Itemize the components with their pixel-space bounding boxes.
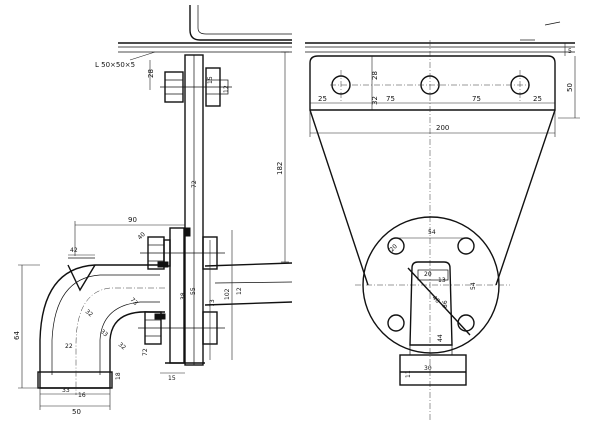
svg-text:86: 86: [442, 300, 449, 308]
svg-text:16: 16: [78, 392, 86, 399]
svg-text:54: 54: [470, 282, 477, 290]
svg-text:42: 42: [70, 247, 78, 254]
angle-profile-callout: L 50×50×5: [95, 51, 156, 69]
svg-text:38: 38: [180, 292, 187, 300]
svg-text:75: 75: [472, 95, 481, 103]
svg-text:64: 64: [13, 331, 21, 340]
svg-text:73: 73: [209, 299, 216, 307]
corner-marks: [520, 21, 561, 41]
svg-text:18: 18: [115, 372, 122, 380]
flange-hole-bl: [387, 314, 405, 332]
svg-text:44: 44: [437, 334, 444, 342]
hanger-plate-left-view: [160, 54, 232, 366]
svg-text:54: 54: [428, 229, 436, 236]
svg-text:28: 28: [371, 71, 379, 80]
svg-text:33: 33: [99, 328, 109, 338]
svg-text:90: 90: [128, 216, 137, 224]
right-view-dimensions: 28 32 25 75 75 25 200 5 50 54 20 20 54 8…: [309, 43, 580, 378]
svg-text:50: 50: [566, 83, 574, 92]
svg-text:75: 75: [386, 95, 395, 103]
flange-hole-br: [457, 314, 475, 332]
svg-text:73: 73: [129, 296, 139, 306]
svg-text:40: 40: [431, 294, 441, 304]
svg-text:28: 28: [147, 69, 155, 78]
svg-text:33: 33: [62, 387, 70, 394]
svg-text:5: 5: [568, 48, 572, 55]
svg-text:50: 50: [72, 408, 81, 416]
middle-bolt-assembly: [140, 236, 225, 270]
svg-text:200: 200: [436, 124, 449, 132]
svg-text:25: 25: [533, 95, 542, 103]
svg-text:12: 12: [223, 85, 230, 93]
svg-text:55: 55: [190, 287, 197, 295]
svg-text:15: 15: [168, 375, 176, 382]
flange-plate: [165, 227, 205, 364]
horizontal-pipe: [204, 262, 293, 306]
svg-text:25: 25: [318, 95, 327, 103]
svg-text:22: 22: [65, 343, 73, 350]
svg-text:32: 32: [117, 341, 127, 351]
svg-text:72: 72: [142, 348, 149, 356]
svg-text:11: 11: [405, 370, 412, 378]
svg-text:12: 12: [236, 287, 243, 295]
svg-text:20: 20: [388, 243, 398, 253]
angle-profile-label: L 50×50×5: [95, 61, 135, 69]
elbow-fitting: [37, 257, 165, 395]
lower-bolt-assembly: [138, 311, 225, 345]
svg-text:13: 13: [438, 277, 446, 284]
svg-text:102: 102: [224, 288, 231, 300]
svg-text:182: 182: [276, 162, 284, 175]
left-view-dimensions: 28 15 12 182 90 72 42 40 55 38 73 102 12…: [13, 51, 289, 416]
svg-text:72: 72: [191, 180, 198, 188]
flange-hole-tr: [457, 237, 475, 255]
svg-text:20: 20: [424, 271, 432, 278]
svg-text:32: 32: [371, 96, 379, 105]
svg-text:30: 30: [424, 365, 432, 372]
bracket-plate-right-view: [309, 40, 556, 420]
ceiling-beam: [118, 5, 575, 53]
svg-text:15: 15: [207, 76, 214, 84]
svg-text:32: 32: [84, 308, 94, 318]
svg-text:40: 40: [136, 231, 146, 241]
